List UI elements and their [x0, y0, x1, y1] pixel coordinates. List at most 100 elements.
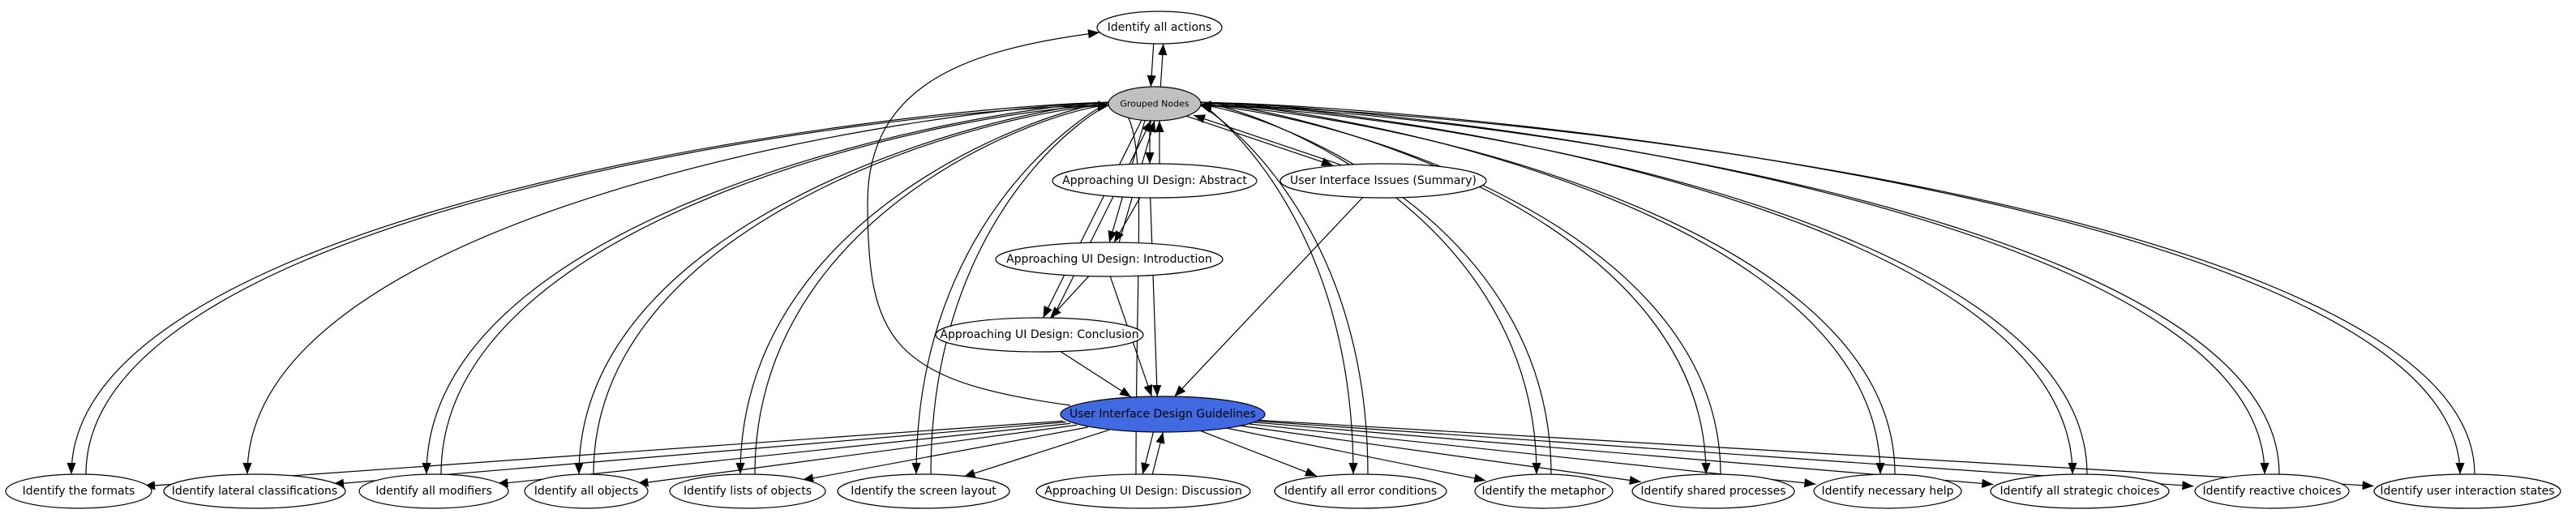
edge-grouped-to-lists: [735, 101, 1110, 475]
node-label: User Interface Issues (Summary): [1290, 174, 1477, 187]
node-reactive[interactable]: Identify reactive choices: [2194, 473, 2350, 509]
edge-states-to-grouped: [1199, 101, 2475, 475]
edge-uidg-to-screen: [963, 429, 1110, 478]
node-formats[interactable]: Identify the formats: [5, 473, 152, 509]
edge-grouped-to-strategic: [1199, 101, 2077, 475]
node-errors[interactable]: Identify all error conditions: [1274, 473, 1447, 509]
node-discussion[interactable]: Approaching UI Design: Discussion: [1035, 473, 1251, 509]
edge-conclusion-to-uidg: [1060, 350, 1132, 398]
node-ellipse[interactable]: [1052, 163, 1258, 199]
node-ellipse[interactable]: [5, 473, 152, 509]
node-ellipse[interactable]: [669, 473, 826, 509]
node-issues[interactable]: User Interface Issues (Summary): [1279, 163, 1487, 199]
node-ellipse[interactable]: [935, 317, 1144, 353]
edge-grouped-to-objects: [574, 101, 1110, 475]
edge-shared-to-grouped: [1199, 101, 1721, 475]
node-actions[interactable]: Identify all actions: [1096, 11, 1223, 45]
node-label: Identify all error conditions: [1284, 485, 1437, 498]
node-strategic[interactable]: Identify all strategic choices: [1990, 473, 2170, 509]
node-label: Identify the screen layout: [851, 485, 997, 498]
node-ellipse[interactable]: [1096, 11, 1223, 45]
node-ellipse[interactable]: [1474, 473, 1614, 509]
edge-objects-to-grouped: [593, 101, 1110, 475]
edge-strategic-to-grouped: [1199, 101, 2088, 475]
edge-discussion-to-uidg: [1151, 431, 1165, 475]
node-intro[interactable]: Approaching UI Design: Introduction: [995, 242, 1224, 277]
node-lists[interactable]: Identify lists of objects: [669, 473, 826, 509]
edge-grouped-to-states: [1199, 101, 2465, 475]
node-abstract[interactable]: Approaching UI Design: Abstract: [1052, 163, 1258, 199]
node-screen[interactable]: Identify the screen layout: [837, 473, 1010, 509]
node-label: Approaching UI Design: Abstract: [1062, 174, 1247, 187]
edge-abstract-to-intro: [1113, 197, 1141, 243]
node-states[interactable]: Identify user interaction states: [2373, 473, 2561, 509]
node-ellipse[interactable]: [1060, 396, 1266, 433]
node-conclusion[interactable]: Approaching UI Design: Conclusion: [935, 317, 1144, 353]
edge-errors-to-grouped: [1199, 104, 1369, 475]
node-label: Grouped Nodes: [1120, 99, 1189, 109]
edge-modifiers-to-grouped: [440, 101, 1110, 475]
node-ellipse[interactable]: [524, 473, 649, 509]
edge-grouped-to-modifiers: [422, 101, 1110, 475]
edge-grouped-to-lateral: [242, 101, 1110, 475]
node-grouped[interactable]: Grouped Nodes: [1108, 86, 1202, 122]
node-label: Identify all objects: [534, 485, 639, 498]
node-ellipse[interactable]: [358, 473, 509, 509]
node-label: Identify all modifiers: [375, 485, 492, 498]
edge-intro-to-conclusion: [1049, 276, 1090, 319]
edges: [66, 29, 2475, 490]
edge-grouped-to-reactive: [1199, 101, 2270, 475]
edge-uidg-to-errors: [1199, 430, 1318, 477]
node-ellipse[interactable]: [837, 473, 1010, 509]
node-ellipse[interactable]: [2373, 473, 2561, 509]
edge-grouped-to-conclusion: [1042, 120, 1142, 319]
edge-conclusion-to-grouped: [1052, 120, 1152, 319]
edge-abstract-to-uidg: [1150, 197, 1162, 397]
node-label: Identify reactive choices: [2203, 485, 2342, 498]
node-label: User Interface Design Guidelines: [1069, 408, 1256, 421]
node-label: Identify the metaphor: [1481, 485, 1605, 498]
node-help[interactable]: Identify necessary help: [1813, 473, 1962, 509]
edge-formats-to-grouped: [85, 101, 1110, 475]
edge-actions-to-grouped: [1147, 43, 1156, 88]
node-label: Identify the formats: [23, 485, 135, 498]
node-label: Approaching UI Design: Introduction: [1006, 253, 1212, 266]
node-uidg[interactable]: User Interface Design Guidelines: [1060, 396, 1266, 433]
edge-uidg-to-lists: [802, 426, 1088, 483]
node-ellipse[interactable]: [995, 242, 1224, 277]
edge-grouped-to-actions: [1158, 43, 1168, 88]
node-lateral[interactable]: Identify lateral classifications: [163, 473, 346, 509]
edge-grouped-to-shared: [1199, 101, 1711, 475]
edge-uidg-to-actions: [867, 29, 1100, 406]
node-ellipse[interactable]: [1108, 86, 1202, 122]
node-ellipse[interactable]: [1813, 473, 1962, 509]
node-label: Identify user interaction states: [2380, 485, 2554, 498]
node-metaphor[interactable]: Identify the metaphor: [1474, 473, 1614, 509]
node-shared[interactable]: Identify shared processes: [1631, 473, 1795, 509]
node-ellipse[interactable]: [163, 473, 346, 509]
edge-uidg-to-states: [1254, 419, 2374, 490]
edge-uidg-to-objects: [636, 424, 1078, 487]
edge-uidg-to-discussion: [1141, 431, 1155, 475]
edge-lists-to-grouped: [754, 101, 1110, 475]
edge-grouped-to-screen: [911, 101, 1110, 475]
edge-reactive-to-grouped: [1199, 101, 2280, 475]
node-ellipse[interactable]: [1631, 473, 1795, 509]
edge-uidg-to-metaphor: [1224, 427, 1486, 483]
node-objects[interactable]: Identify all objects: [524, 473, 649, 509]
edge-grouped-to-help: [1199, 101, 1885, 475]
edge-uidg-to-shared: [1237, 425, 1641, 485]
node-label: Identify all strategic choices: [2000, 485, 2160, 498]
node-ellipse[interactable]: [1990, 473, 2170, 509]
node-ellipse[interactable]: [1279, 163, 1487, 199]
node-ellipse[interactable]: [1274, 473, 1447, 509]
node-label: Identify all actions: [1108, 21, 1212, 34]
edge-screen-to-grouped: [930, 102, 1110, 475]
node-ellipse[interactable]: [1035, 473, 1251, 509]
node-label: Identify lateral classifications: [172, 485, 337, 498]
node-modifiers[interactable]: Identify all modifiers: [358, 473, 509, 509]
node-label: Approaching UI Design: Conclusion: [940, 328, 1138, 341]
node-ellipse[interactable]: [2194, 473, 2350, 509]
